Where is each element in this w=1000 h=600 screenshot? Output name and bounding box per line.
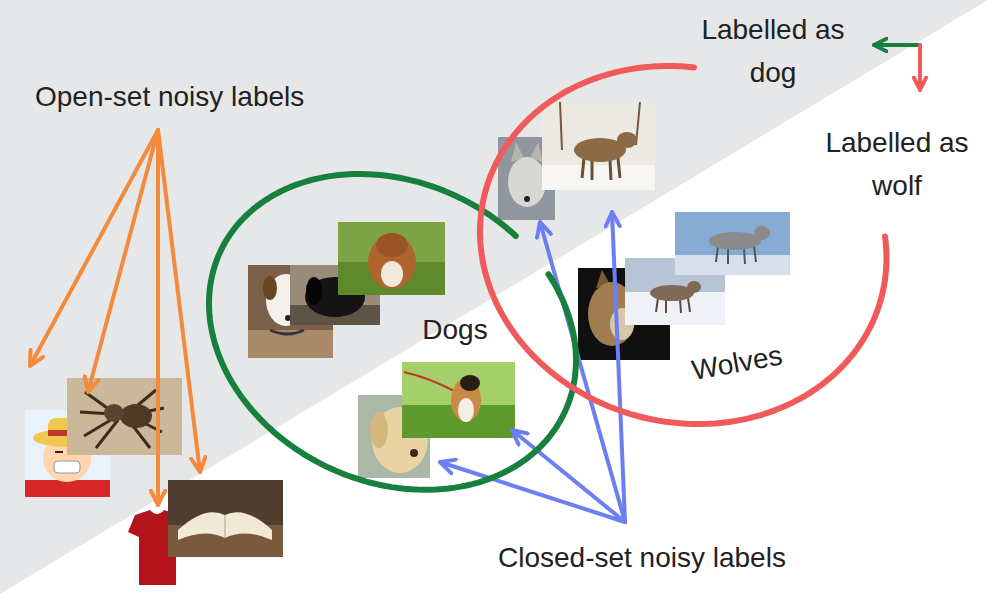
closed-set-arrows	[440, 212, 625, 522]
open-set-arrows	[30, 130, 200, 505]
legend-entry: Labelled as wolf	[812, 121, 982, 207]
photo-ground	[168, 480, 283, 557]
wolf-head	[617, 132, 637, 148]
leader-arrow	[540, 222, 625, 522]
dog-nose	[410, 449, 418, 457]
bulldog-photo	[338, 222, 445, 295]
book-spine	[224, 515, 226, 538]
photo-ground	[542, 165, 655, 190]
cartoon-mask	[54, 461, 80, 473]
dog-collar	[270, 330, 304, 334]
grey-background	[0, 0, 988, 594]
dog-head	[376, 233, 408, 257]
dog-ear	[306, 277, 322, 305]
photo-ground	[675, 212, 790, 275]
beagle-photo	[402, 362, 515, 438]
spider-photo	[67, 378, 182, 455]
leader-arrow	[88, 130, 158, 392]
dog-chest	[381, 261, 403, 287]
group-label: Wolves	[689, 339, 785, 388]
book-photo	[168, 480, 283, 557]
photo-ground	[338, 262, 445, 295]
leader-arrow	[512, 430, 625, 522]
ellipse-stroke	[480, 66, 886, 424]
cartoon-shirt	[25, 480, 110, 497]
leader-arrow	[158, 130, 200, 472]
ellipse-stroke	[209, 174, 576, 490]
dog-ear	[370, 412, 388, 448]
legend-label: Labelled as dog	[701, 14, 844, 88]
ellipse-node: Wolves	[472, 58, 894, 432]
wolf-head	[687, 281, 701, 293]
dog-ear	[263, 276, 277, 300]
spider-legs	[80, 390, 164, 448]
brown-wolf-photo	[542, 102, 655, 190]
annotation-label: Closed-set noisy labels	[498, 541, 786, 575]
photo-ground	[67, 378, 182, 455]
ellipse-outline	[472, 58, 894, 432]
leader-arrow	[612, 212, 625, 522]
sky-wolf-photo	[675, 212, 790, 275]
book-pages	[178, 512, 272, 540]
wolf-nose	[524, 196, 530, 202]
wolf-head	[508, 157, 546, 207]
wolf-body	[709, 232, 761, 250]
photo-ground	[338, 222, 445, 295]
spider-head	[104, 404, 124, 422]
legend-arrow	[874, 43, 920, 47]
legend-entry: Labelled as dog	[688, 8, 858, 94]
dog-leash	[404, 372, 456, 392]
photo-ground	[248, 330, 333, 358]
photo-ground	[675, 255, 790, 275]
leader-arrow	[30, 130, 158, 366]
wolf-head	[754, 226, 770, 240]
legend-arrow	[918, 45, 922, 90]
leader-arrow	[440, 462, 625, 522]
leader-arrow	[156, 130, 160, 505]
ellipse-outline	[201, 166, 584, 498]
photo-ground	[402, 362, 515, 438]
dog-chest	[458, 398, 474, 422]
group-label: Dogs	[422, 313, 487, 347]
legend-label: Labelled as wolf	[825, 127, 968, 201]
ellipse-node: Dogs	[201, 166, 584, 498]
spider-body	[120, 404, 152, 428]
annotation-label: Open-set noisy labels	[35, 80, 304, 114]
photo-ground	[542, 102, 655, 190]
dog-patch	[460, 375, 480, 391]
